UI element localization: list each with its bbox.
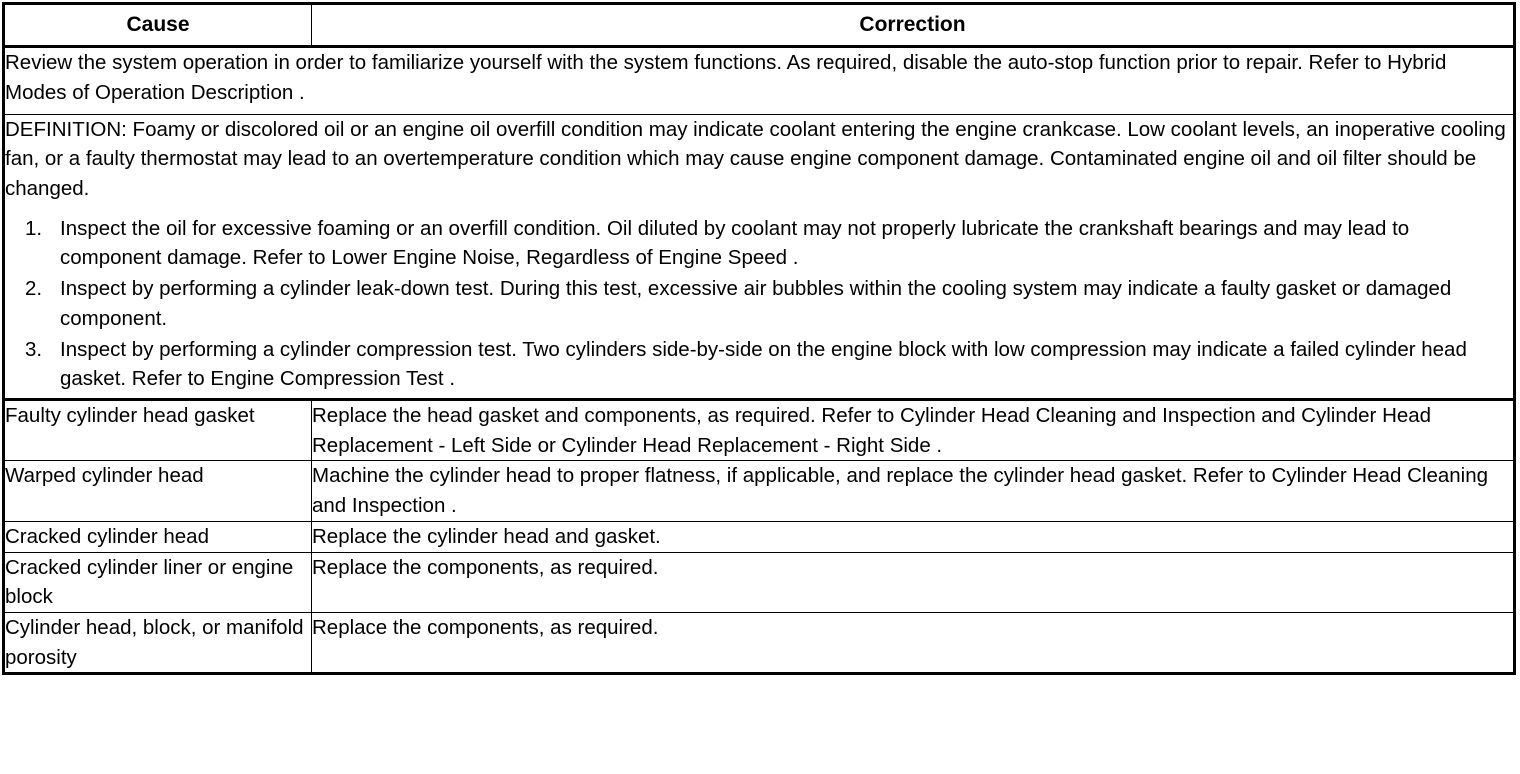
definition-cell: DEFINITION: Foamy or discolored oil or a…: [3, 113, 1515, 401]
column-header-correction: Correction: [311, 2, 1515, 49]
column-header-cause: Cause: [3, 2, 312, 49]
diagnostic-cause-correction-table: Cause Correction Review the system opera…: [2, 2, 1516, 676]
table-row: Cylinder head, block, or manifold porosi…: [3, 612, 1515, 675]
table-header-row: Cause Correction: [3, 2, 1515, 49]
cause-cell: Faulty cylinder head gasket: [3, 397, 312, 462]
correction-cell: Replace the head gasket and components, …: [311, 397, 1515, 462]
correction-cell: Replace the components, as required.: [311, 551, 1515, 614]
table-row: Cracked cylinder head Replace the cylind…: [3, 520, 1515, 553]
table-row: Faulty cylinder head gasket Replace the …: [3, 397, 1515, 462]
cause-cell: Cracked cylinder head: [3, 520, 312, 553]
correction-cell: Machine the cylinder head to proper flat…: [311, 460, 1515, 522]
table-row-definition: DEFINITION: Foamy or discolored oil or a…: [3, 113, 1515, 401]
intro-text: Review the system operation in order to …: [3, 46, 1515, 115]
inspection-steps-list: Inspect the oil for excessive foaming or…: [5, 214, 1513, 394]
cause-cell: Warped cylinder head: [3, 460, 312, 522]
cause-cell: Cracked cylinder liner or engine block: [3, 551, 312, 614]
cause-cell: Cylinder head, block, or manifold porosi…: [3, 612, 312, 675]
definition-paragraph: DEFINITION: Foamy or discolored oil or a…: [5, 117, 1506, 200]
list-item: Inspect by performing a cylinder leak-do…: [25, 274, 1452, 330]
table-row-intro: Review the system operation in order to …: [3, 46, 1515, 115]
table-row: Cracked cylinder liner or engine block R…: [3, 551, 1515, 614]
list-item: Inspect the oil for excessive foaming or…: [25, 214, 1410, 270]
correction-cell: Replace the cylinder head and gasket.: [311, 520, 1515, 553]
correction-cell: Replace the components, as required.: [311, 612, 1515, 675]
table-row: Warped cylinder head Machine the cylinde…: [3, 460, 1515, 522]
list-item: Inspect by performing a cylinder compres…: [25, 335, 1467, 391]
